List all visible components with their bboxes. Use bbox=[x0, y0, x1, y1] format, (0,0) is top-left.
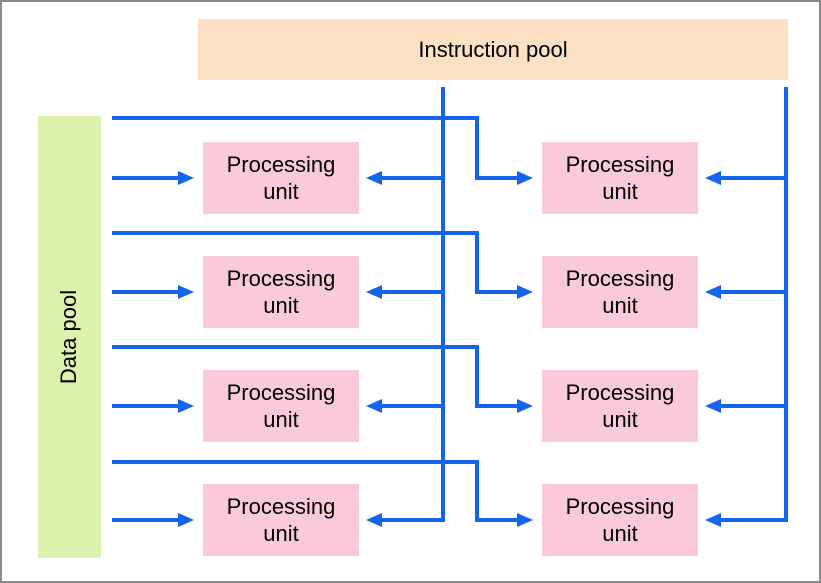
arrowhead-right-icon bbox=[178, 513, 194, 527]
processing-unit-label: Processing unit bbox=[226, 380, 336, 432]
arrowhead-right-icon bbox=[517, 399, 533, 413]
processing-unit-row4-col2: Processing unit bbox=[542, 484, 698, 556]
data-pool: Data pool bbox=[38, 116, 101, 558]
processing-unit-row1-col2: Processing unit bbox=[542, 142, 698, 214]
processing-unit-label: Processing unit bbox=[565, 380, 675, 432]
arrowhead-left-icon bbox=[705, 285, 721, 299]
arrowhead-right-icon bbox=[517, 513, 533, 527]
arrowhead-right-icon bbox=[517, 285, 533, 299]
arrowhead-right-icon bbox=[178, 171, 194, 185]
arrowhead-left-icon bbox=[366, 285, 382, 299]
processing-unit-label: Processing unit bbox=[565, 152, 675, 204]
processing-unit-label: Processing unit bbox=[226, 494, 336, 546]
processing-unit-row2-col2: Processing unit bbox=[542, 256, 698, 328]
instruction-pool: Instruction pool bbox=[198, 19, 788, 80]
arrowhead-left-icon bbox=[705, 399, 721, 413]
arrowhead-left-icon bbox=[366, 171, 382, 185]
processing-unit-label: Processing unit bbox=[565, 266, 675, 318]
arrowhead-left-icon bbox=[705, 513, 721, 527]
arrowhead-right-icon bbox=[178, 399, 194, 413]
arrowhead-left-icon bbox=[705, 171, 721, 185]
processing-unit-label: Processing unit bbox=[226, 266, 336, 318]
processing-unit-row2-col1: Processing unit bbox=[203, 256, 359, 328]
instruction-pool-label: Instruction pool bbox=[418, 36, 568, 62]
processing-unit-row4-col1: Processing unit bbox=[203, 484, 359, 556]
processing-unit-label: Processing unit bbox=[565, 494, 675, 546]
processing-unit-row3-col2: Processing unit bbox=[542, 370, 698, 442]
processing-unit-row1-col1: Processing unit bbox=[203, 142, 359, 214]
processing-unit-label: Processing unit bbox=[226, 152, 336, 204]
arrowhead-right-icon bbox=[178, 285, 194, 299]
processing-unit-row3-col1: Processing unit bbox=[203, 370, 359, 442]
arrowhead-left-icon bbox=[366, 399, 382, 413]
arrowhead-right-icon bbox=[517, 171, 533, 185]
arrowhead-left-icon bbox=[366, 513, 382, 527]
data-pool-label: Data pool bbox=[56, 289, 82, 385]
